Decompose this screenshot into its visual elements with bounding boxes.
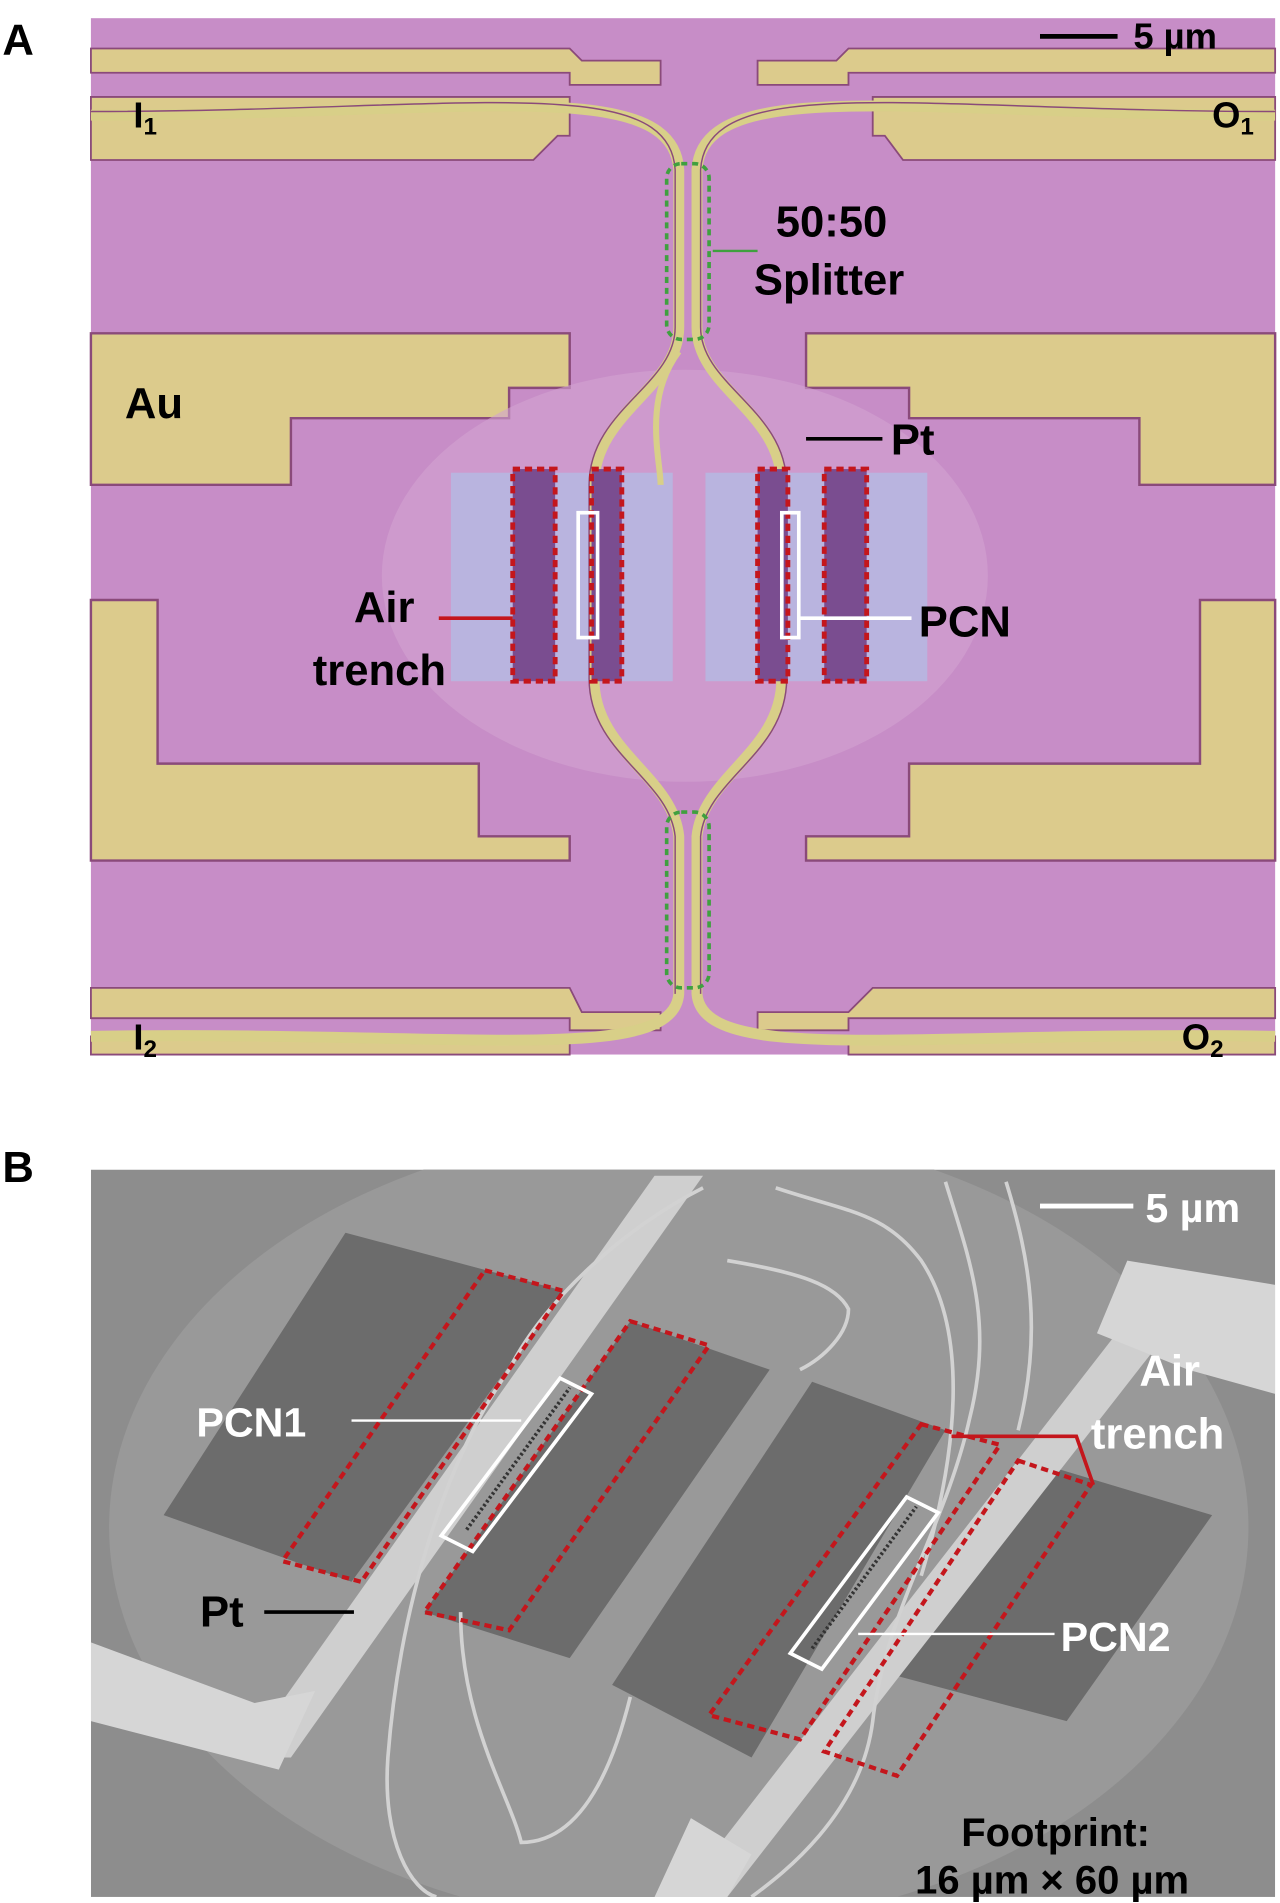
electrode — [654, 1818, 752, 1897]
air-trench-label-2: trench — [313, 647, 446, 695]
etched-pad — [424, 1321, 770, 1659]
air-trench — [821, 466, 870, 684]
scale-bar-b-label: 5 µm — [1145, 1185, 1240, 1231]
port-o1: O1 — [1212, 94, 1254, 140]
air-trench — [820, 1458, 1095, 1779]
au-pad-right-top — [804, 332, 1277, 487]
panel-a-letter: A — [2, 17, 34, 65]
splitter-label-2: Splitter — [754, 257, 904, 305]
panel-b-sem-image: 5 µm PCN1 PCN2 Pt Air trench Footprint: … — [90, 1169, 1276, 1902]
air-trench-label-1: Air — [354, 584, 415, 632]
pcn1-box — [438, 1375, 595, 1554]
pcn1-label: PCN1 — [196, 1399, 306, 1445]
pcn2-box — [787, 1494, 941, 1672]
port-i1: I1 — [133, 94, 157, 140]
footprint-label-1: Footprint: — [961, 1811, 1150, 1855]
pt-wire — [678, 1272, 1200, 1897]
pcn2-label: PCN2 — [1061, 1614, 1171, 1660]
panel-a-optical-micrograph: 5 µm I1 O1 I2 O2 50:50 Splitter Au Pt Ai… — [89, 15, 1277, 1063]
splitter-label-1: 50:50 — [776, 198, 888, 246]
air-trench — [420, 1318, 713, 1633]
air-trench-label-b-1: Air — [1139, 1347, 1200, 1395]
pt-wire — [242, 1175, 704, 1758]
pcn-box-right — [779, 510, 801, 640]
pt-label-a: Pt — [891, 417, 935, 465]
au-label: Au — [125, 380, 183, 428]
port-o2: O2 — [1182, 1017, 1224, 1063]
au-pad-left-bottom — [89, 598, 571, 862]
electrode — [1096, 1260, 1276, 1394]
scale-bar-a-label: 5 µm — [1133, 15, 1217, 56]
electrode — [90, 1642, 316, 1770]
pt-label-b: Pt — [200, 1589, 244, 1637]
etched-pad — [884, 1460, 1213, 1722]
opening-left — [450, 472, 673, 682]
etched-pad — [163, 1232, 564, 1582]
port-i2: I2 — [133, 1017, 157, 1063]
pcn-box-left — [576, 510, 600, 640]
air-trench — [510, 466, 558, 684]
air-trench-label-b-2: trench — [1091, 1410, 1224, 1458]
opening-right — [705, 472, 928, 682]
pcn-label: PCN — [919, 598, 1011, 646]
panel-b-letter: B — [2, 1144, 34, 1192]
air-trench — [278, 1267, 568, 1585]
splitter-box-bottom — [664, 810, 711, 990]
footprint-label-2: 16 µm × 60 µm — [915, 1858, 1189, 1902]
etched-pad — [612, 1381, 946, 1758]
splitter-box-top — [664, 161, 711, 342]
au-pad-right-bottom — [804, 598, 1277, 862]
